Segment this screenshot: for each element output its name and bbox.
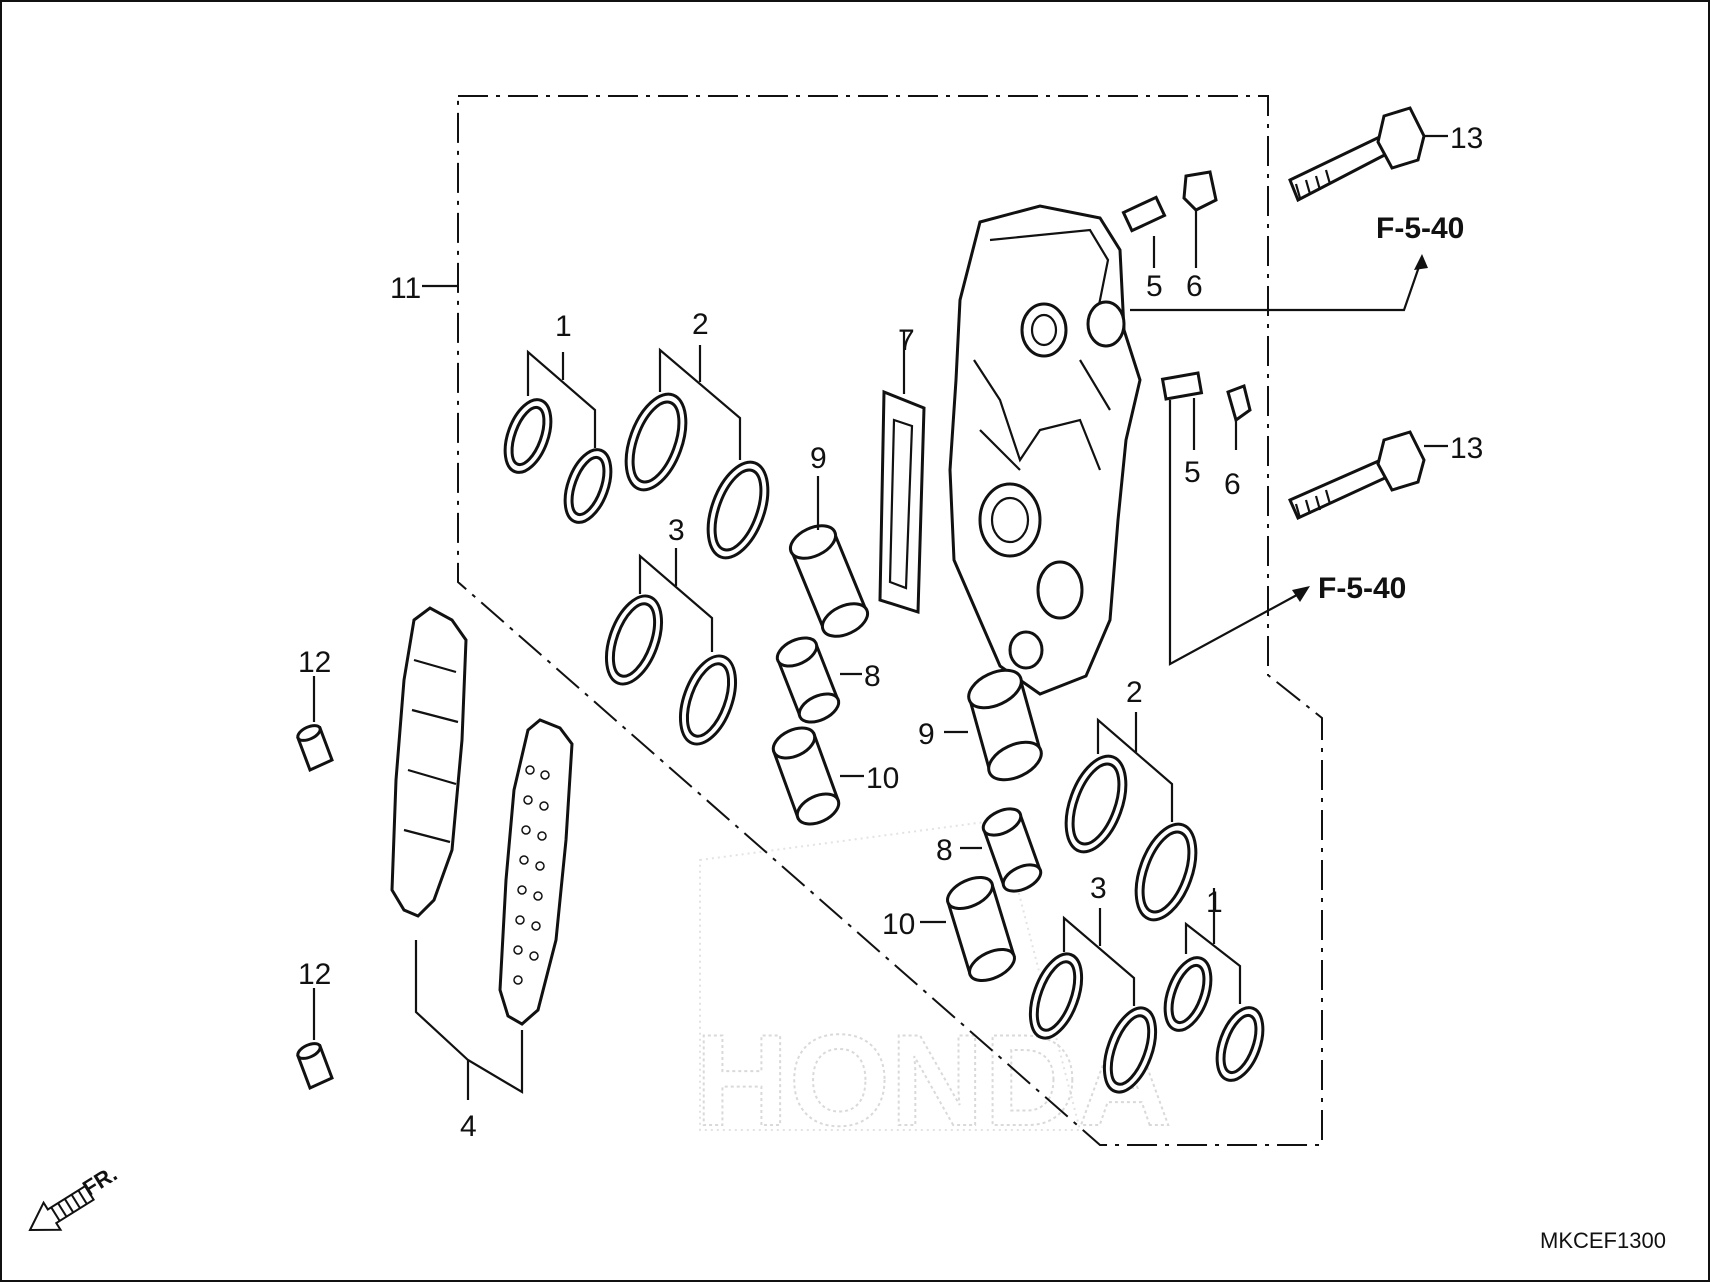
piston-8-right [960,807,1043,893]
label-2-right: 2 [1126,676,1143,709]
label-4: 4 [460,1110,477,1143]
bleed-screw-5-top [1121,195,1167,268]
piston-seal-group-1-left [503,349,613,524]
bleed-screw-5-mid [1160,371,1204,450]
piston-seal-group-1-right [1163,888,1265,1082]
label-12-top: 12 [298,646,331,679]
honda-watermark: HONDA [694,818,1173,1154]
svg-text:HONDA: HONDA [695,1007,1172,1153]
label-9-right: 9 [918,718,935,751]
label-2-left: 2 [692,308,709,341]
piston-seal-group-2-left [624,345,770,560]
label-6-top: 6 [1186,270,1203,303]
label-11: 11 [390,272,421,305]
caliper-assembly-boundary [457,95,1323,1146]
piston-seal-group-2-right [1064,712,1198,922]
label-1-right: 1 [1206,886,1223,919]
piston-10-left [771,726,864,826]
bleed-cap-6-mid [1226,384,1252,450]
mounting-bolt-13-top [1288,106,1448,203]
label-7: 7 [898,324,915,357]
piston-9-left [788,476,870,638]
front-direction-arrow [28,1184,95,1232]
mounting-bolt-13-bottom [1288,430,1448,520]
label-9-left: 9 [810,442,827,475]
ref-top-arrow [1414,254,1428,270]
piston-seal-group-3-left [605,548,737,746]
label-1-left: 1 [555,310,572,343]
ref-top: F-5-40 [1376,212,1464,245]
label-8-right: 8 [936,834,953,867]
label-3-right: 3 [1090,872,1107,905]
pad-pin-12-top [296,676,334,773]
brake-pad-inner [498,718,574,1026]
label-10-left: 10 [866,762,899,795]
label-12-bottom: 12 [298,958,331,991]
pad-spring-7 [878,330,926,615]
label-3-left: 3 [668,514,685,547]
label-5-top: 5 [1146,270,1163,303]
ref-mid: F-5-40 [1318,572,1406,605]
pad-friction-pattern [513,765,550,985]
piston-9-right [944,668,1043,782]
piston-8-left [775,636,862,724]
piston-10-right [920,875,1016,983]
bleed-cap-6-top [1182,170,1218,268]
ref-top-leader [1130,257,1424,312]
ref-mid-arrow [1292,586,1310,602]
pad-pin-12-bottom [296,988,334,1091]
label-5-mid: 5 [1184,456,1201,489]
label-13-bottom: 13 [1450,432,1483,465]
caliper-body [948,204,1142,696]
brake-pad-outer [390,606,468,918]
label-13-top: 13 [1450,122,1483,155]
label-10-right: 10 [882,908,915,941]
ref-mid-leader [1168,400,1307,666]
diagram-code: MKCEF1300 [1540,1228,1666,1253]
piston-seal-group-3-right [1028,908,1158,1094]
label-8-left: 8 [864,660,881,693]
label-6-mid: 6 [1224,468,1241,501]
